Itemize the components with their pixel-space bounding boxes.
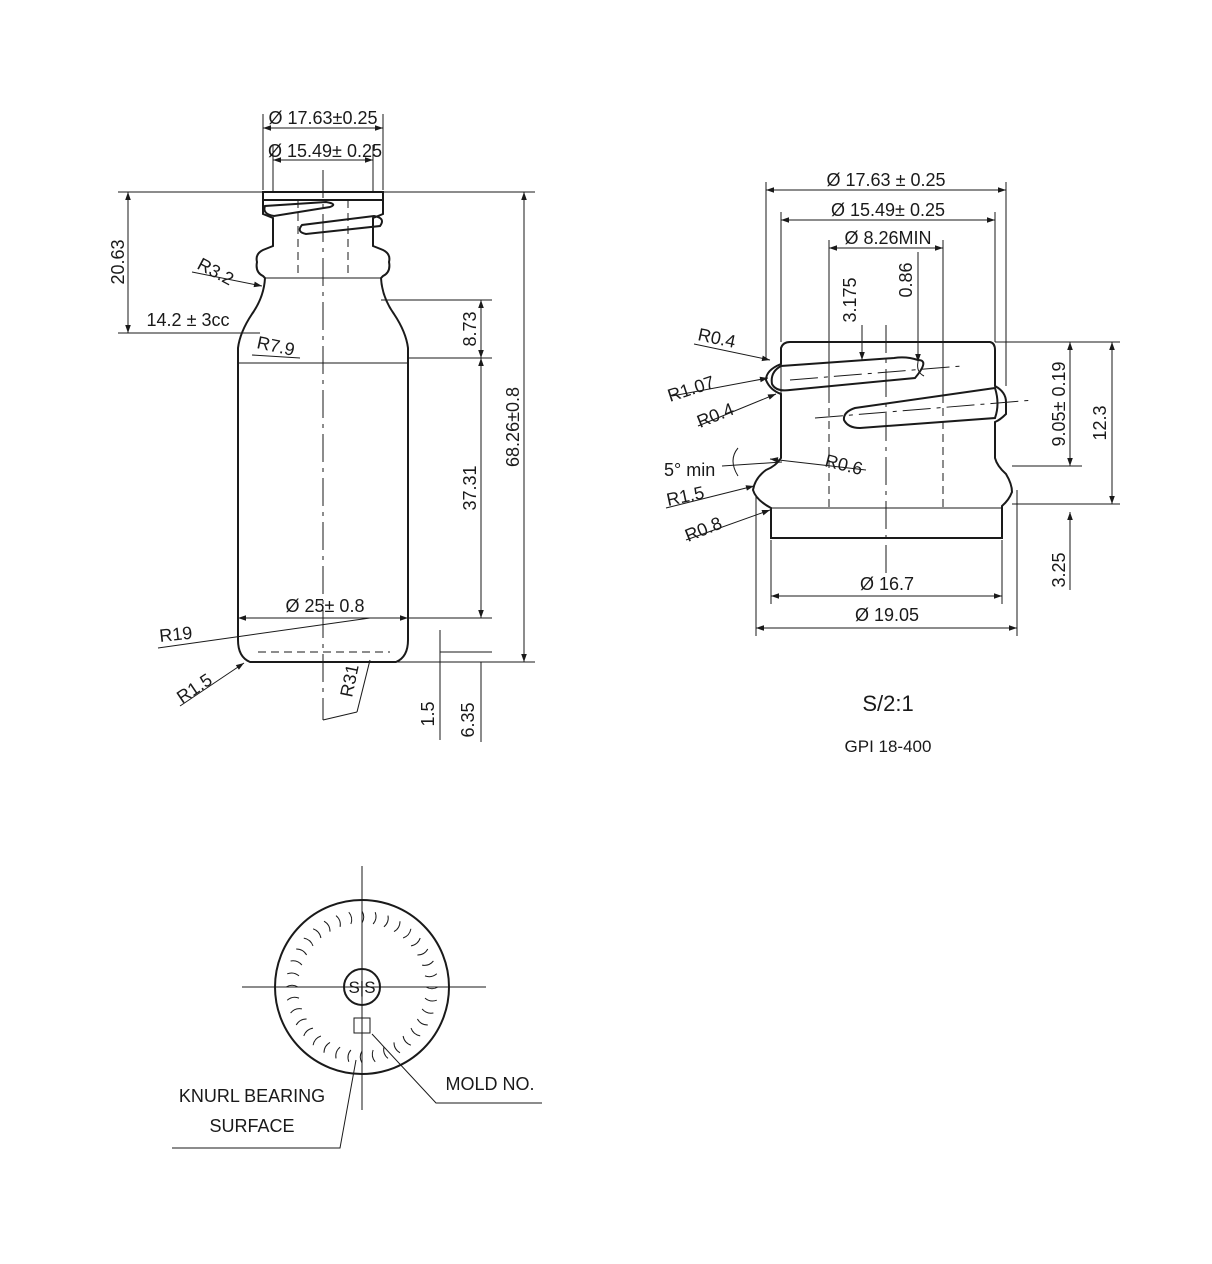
knurl-mark: [410, 937, 421, 947]
knurl-mark: [424, 973, 438, 978]
dim-overall-height: 68.26±0.8: [503, 387, 523, 467]
dim-h-finish: 12.3: [1090, 405, 1110, 440]
finish-thread-upper: [770, 356, 925, 392]
dim-draft-angle: 5° min: [664, 460, 715, 480]
dim-thread-pitch: 3.175: [840, 277, 860, 322]
finish-detail-view: Ø 17.63 ± 0.25 Ø 15.49± 0.25 Ø 8.26MIN 3…: [664, 170, 1120, 756]
bottle-front-view: Ø 17.63±0.25 Ø 15.49± 0.25 20.63 14.2 ± …: [108, 108, 535, 742]
knurl-mark: [416, 1018, 428, 1026]
knurl-mark: [323, 920, 331, 932]
knurl-mark: [295, 1018, 307, 1026]
scale-label: S/2:1: [862, 691, 913, 716]
logo-circle: [343, 968, 381, 1006]
knurl-mark: [296, 948, 308, 956]
dim-finish-t: Ø 17.63±0.25: [269, 108, 378, 128]
knurl-mark: [303, 937, 314, 947]
knurl-mark: [421, 1008, 434, 1014]
knurl-mark: [383, 915, 389, 928]
dim-r-bottom: R31: [336, 662, 362, 698]
knurl-mark: [312, 928, 322, 939]
knurl-mark: [372, 912, 377, 925]
knurl-mark: [359, 1050, 363, 1064]
knurl-mark: [424, 997, 437, 1002]
knurl-label-line2: SURFACE: [209, 1116, 294, 1136]
dim-r-heel-small: R1.5: [173, 669, 216, 707]
dim-height-finish: 20.63: [108, 239, 128, 284]
dim-h-thread: 9.05± 0.19: [1049, 362, 1069, 447]
dim-t-diameter: Ø 17.63 ± 0.25: [827, 170, 946, 190]
dim-i-diameter: Ø 8.26MIN: [844, 228, 931, 248]
dim-push-up: 1.5: [418, 701, 438, 726]
dim-body-height: 37.31: [460, 465, 480, 510]
dim-r-top: R0.4: [696, 324, 737, 351]
knurl-mark: [347, 1049, 352, 1062]
knurl-mark: [361, 910, 365, 924]
dim-r-thread: R1.07: [665, 372, 717, 406]
dim-shoulder-height: 8.73: [460, 311, 480, 346]
knurl-mark: [335, 915, 341, 927]
logo-text: S|S: [348, 978, 375, 997]
knurl-mark: [287, 972, 300, 977]
bottom-outline: [274, 899, 450, 1075]
bottom-view: S|S KNURL BEARING SURFACE MOLD NO.: [172, 866, 542, 1149]
knurl-mark: [290, 1008, 302, 1014]
knurl-mark: [383, 1047, 389, 1059]
dim-capacity: 14.2 ± 3cc: [147, 310, 230, 330]
dim-r-bead: R1.5: [665, 482, 706, 509]
knurl-mark: [312, 1035, 322, 1046]
knurl-label-line1: KNURL BEARING: [179, 1086, 325, 1106]
dim-neck-diameter: Ø 16.7: [860, 574, 914, 594]
dim-body-diameter: Ø 25± 0.8: [286, 596, 365, 616]
knurl-mark: [410, 1027, 421, 1037]
knurl-mark: [402, 1035, 412, 1046]
knurl-mark: [371, 1049, 376, 1063]
knurl-mark: [422, 960, 434, 966]
dim-r-shoulder-top: R3.2: [194, 254, 237, 290]
dim-e-diameter: Ø 15.49± 0.25: [831, 200, 945, 220]
dim-finish-e: Ø 15.49± 0.25: [268, 141, 382, 161]
bottle-thread-lower: [298, 214, 383, 236]
dim-base-height: 6.35: [458, 702, 478, 737]
knurl-mark: [425, 986, 439, 990]
knurl-mark: [348, 911, 353, 925]
finish-thread-lower: [842, 386, 999, 430]
knurl-mark: [335, 1046, 341, 1059]
knurl-mark: [417, 948, 429, 956]
knurl-mark: [393, 921, 401, 933]
knurl-mark: [285, 984, 299, 988]
mold-label: MOLD NO.: [445, 1074, 534, 1094]
dim-r-heel: R19: [158, 623, 193, 646]
knurl-mark: [303, 1027, 314, 1037]
finish-outline: [751, 341, 1014, 539]
knurl-mark: [393, 1042, 401, 1054]
dim-r-bead-bottom: R0.8: [682, 513, 725, 546]
knurl-mark: [323, 1041, 331, 1053]
finish-code-label: GPI 18-400: [845, 737, 932, 756]
bottle-thread-upper: [263, 200, 335, 218]
knurl-mark: [402, 928, 412, 939]
knurl-mark: [290, 960, 303, 966]
knurl-mark: [286, 996, 300, 1001]
knurl-marks: [285, 910, 439, 1064]
dim-h-bead: 3.25: [1049, 552, 1069, 587]
dim-thread-depth: 0.86: [896, 262, 916, 297]
mold-number-box: [353, 1017, 371, 1034]
dim-bead-diameter: Ø 19.05: [855, 605, 919, 625]
dim-r-thread-root: R0.4: [694, 399, 737, 432]
